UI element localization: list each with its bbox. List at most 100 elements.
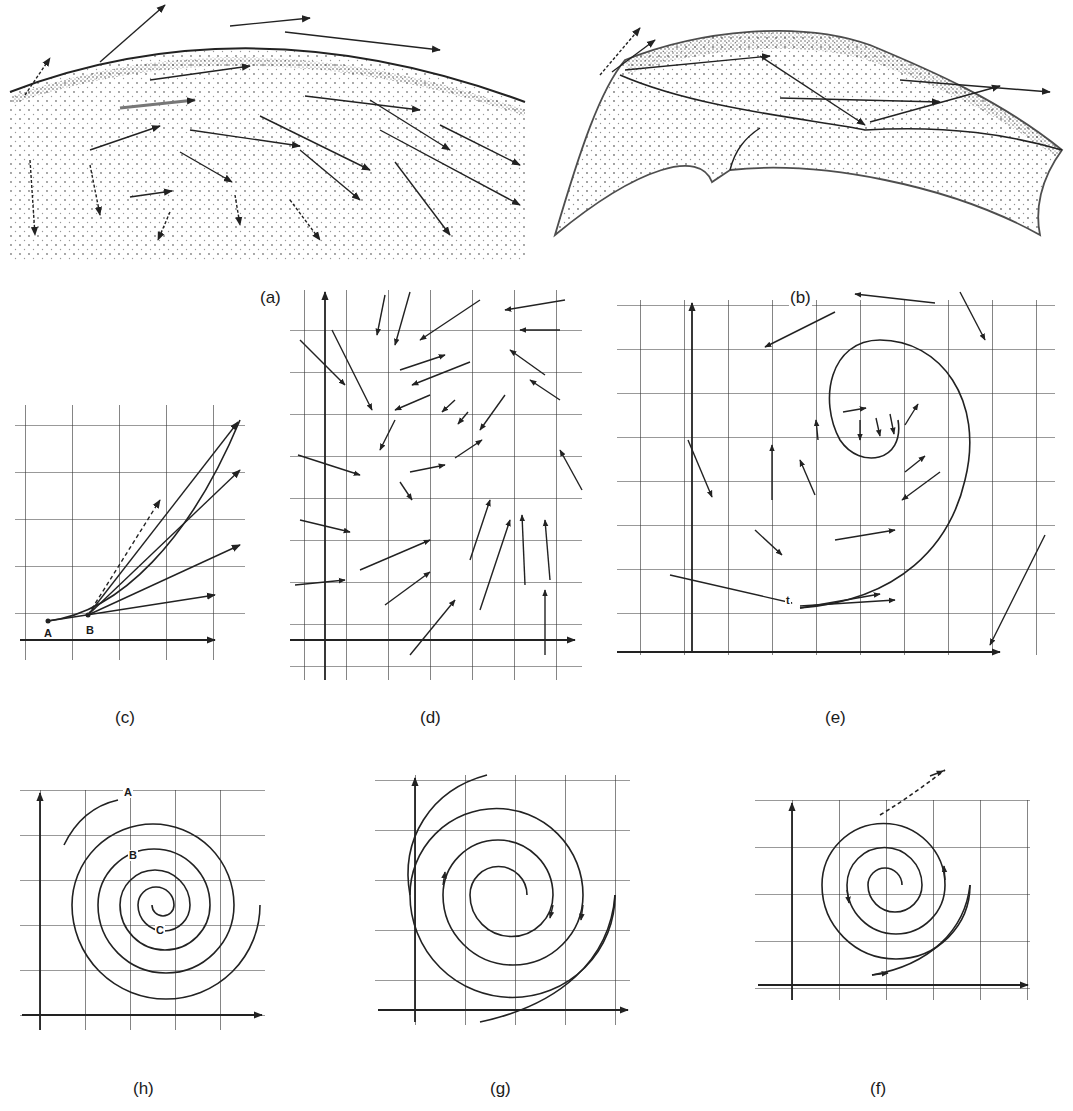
- grid: [375, 775, 630, 1025]
- panel-label: (b): [789, 289, 812, 306]
- panel-label: (e): [824, 709, 847, 726]
- axis: [414, 778, 416, 1022]
- point: [86, 613, 91, 618]
- tangent-vector: [88, 422, 238, 615]
- spiral-curve: [410, 809, 615, 998]
- tangent-vector: [48, 422, 240, 621]
- field-vector: [505, 300, 565, 310]
- field-vector: [455, 440, 482, 458]
- spiral-curve: [72, 824, 260, 999]
- grid: [755, 800, 1030, 1000]
- surface-patch: [10, 48, 525, 260]
- field-vector: [412, 362, 470, 385]
- tangent-vector: [760, 56, 865, 125]
- tangent-vector: [130, 191, 172, 197]
- axis: [791, 803, 793, 1000]
- axis: [290, 292, 575, 680]
- field-vector: [688, 440, 712, 497]
- field-vector: [800, 460, 815, 495]
- field-vector: [300, 520, 350, 532]
- point-label: C: [155, 925, 165, 936]
- field-vector: [480, 520, 510, 610]
- point-label: B: [85, 625, 95, 636]
- axis: [290, 639, 575, 641]
- spiral-curve: [408, 775, 487, 895]
- spiral-curve: [800, 340, 970, 608]
- field-vector: [522, 515, 525, 585]
- axis: [20, 639, 215, 641]
- folded-surface: [620, 75, 1062, 150]
- tangent-vector: [120, 100, 195, 108]
- panel-label: (f): [869, 1080, 887, 1097]
- field-vector: [670, 575, 792, 603]
- spiral-curve: [872, 885, 970, 975]
- field-vector: [385, 572, 430, 605]
- panel-label: (d): [419, 709, 442, 726]
- field-vector: [765, 312, 835, 347]
- field-vector: [544, 590, 545, 655]
- field-vector: [395, 292, 410, 345]
- tangent-vector: [88, 470, 240, 615]
- direction-arrow: [443, 872, 445, 885]
- axis: [691, 303, 693, 652]
- tangent-vector: [395, 162, 450, 235]
- field-vector: [300, 340, 345, 385]
- point: [46, 613, 91, 624]
- tangent-vector: [88, 545, 240, 615]
- folded-surface: [625, 31, 1062, 156]
- tangent-vector: [870, 86, 1000, 122]
- axis: [324, 292, 326, 680]
- grid: [290, 290, 582, 680]
- folded-surface: [555, 31, 1062, 235]
- field-vector: [835, 530, 895, 540]
- panel-label: (a): [259, 289, 282, 306]
- tangent-vector: [150, 66, 250, 80]
- tangent-vector: [25, 5, 520, 240]
- grid: [15, 405, 245, 660]
- axis: [22, 793, 262, 1030]
- tangent-vector: [625, 56, 770, 70]
- direction-arrow: [550, 905, 553, 918]
- field-vector: [420, 300, 480, 340]
- point-label: A: [123, 787, 133, 798]
- panel-label: (g): [489, 1080, 512, 1097]
- spiral-curve: [822, 770, 970, 975]
- field-vector: [771, 445, 772, 500]
- axis: [39, 793, 41, 1030]
- panel-label: (c): [114, 709, 136, 726]
- field-vector: [902, 472, 940, 500]
- tangent-vector: [90, 165, 100, 215]
- field-vector: [816, 420, 818, 440]
- tangent-vector: [600, 28, 640, 75]
- direction-arrow: [944, 866, 945, 880]
- field-vector: [332, 330, 372, 410]
- tangent-vector: [190, 130, 300, 146]
- tangent-vector: [305, 96, 420, 110]
- direction-arrow: [930, 771, 943, 776]
- field-vector: [480, 395, 505, 430]
- spiral-curve: [64, 800, 118, 845]
- tangent-vector: [235, 195, 240, 225]
- spiral-curve: [800, 340, 970, 608]
- field-vector: [470, 500, 490, 560]
- field-vector: [905, 404, 918, 425]
- field-vector: [380, 420, 395, 450]
- tangent-vector: [900, 80, 1050, 92]
- field-vector: [360, 540, 430, 570]
- tangent-vector: [600, 28, 1050, 125]
- tangent-vector: [30, 160, 35, 235]
- axis: [20, 639, 215, 641]
- axis: [617, 651, 1000, 653]
- field-vector: [410, 600, 455, 655]
- field-vector: [410, 465, 445, 472]
- field-vector: [530, 380, 560, 400]
- spiral-curve: [408, 775, 615, 1022]
- field-vector: [395, 395, 430, 410]
- axis: [758, 984, 1028, 986]
- axis: [22, 1014, 262, 1016]
- field-vector: [442, 400, 455, 412]
- grid: [290, 290, 582, 680]
- tangent-vector: [180, 152, 232, 182]
- tangent-vector: [100, 5, 165, 62]
